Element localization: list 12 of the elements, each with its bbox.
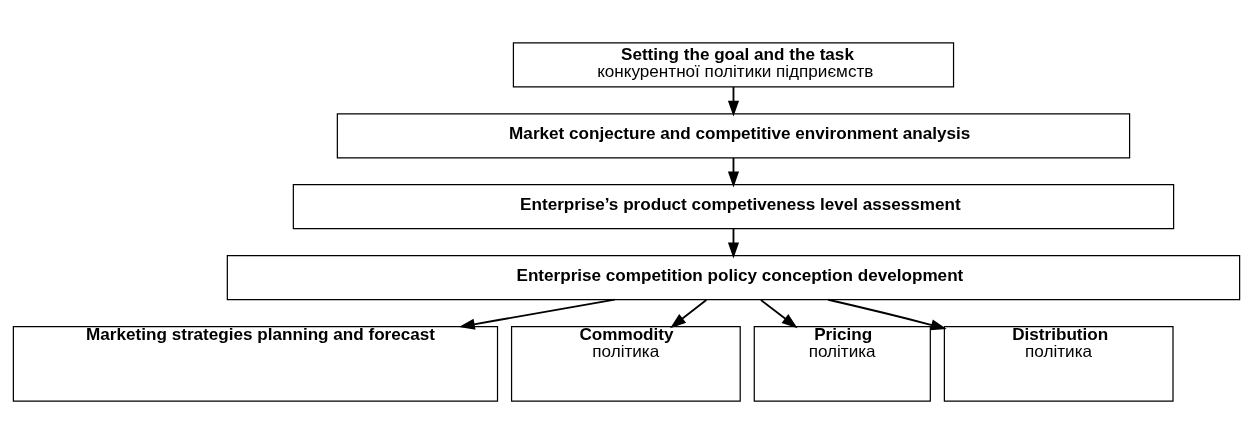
arrow (458, 298, 616, 330)
node-box: Pricing політика (753, 325, 931, 402)
node-box: Commodity політика (510, 325, 741, 402)
node-box: Enterprise competition policy conception development (226, 254, 1241, 300)
node-box: Setting the goal and the task конкурентної політики підприємств (512, 41, 955, 87)
node-box: Enterprise’s product competiveness level assessment (292, 183, 1175, 229)
arrow (670, 298, 708, 328)
arrow (827, 298, 947, 330)
node-box: Marketing strategies planning and forecast (12, 325, 499, 402)
node-box: Market conjecture and competitive environment analysis (336, 112, 1131, 158)
arrow (760, 298, 798, 328)
node-box: Distribution політика (943, 325, 1174, 402)
